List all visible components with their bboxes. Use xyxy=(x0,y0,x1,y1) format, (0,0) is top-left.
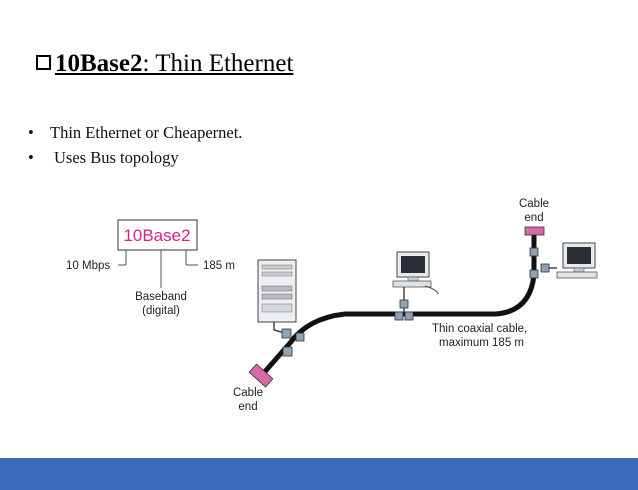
title-rest: Thin Ethernet xyxy=(149,50,294,77)
cable-end-bottom-label-2: end xyxy=(238,401,257,413)
t-connector-server xyxy=(281,328,305,357)
workstation-icon xyxy=(392,251,439,312)
t-connector-right xyxy=(529,247,550,279)
checkbox-bullet-icon xyxy=(36,55,51,70)
bus-topology-diagram: 10Base2 10 Mbps 185 m Baseband (digital)… xyxy=(66,198,598,413)
length-label: 185 m xyxy=(203,260,235,272)
bullet-dot: • xyxy=(28,123,34,142)
cable-end-bottom: Cable end xyxy=(233,363,274,413)
terminator-top xyxy=(524,226,545,236)
slide-title: 10Base2: Thin Ethernet xyxy=(36,50,293,78)
cable-end-top-label-2: end xyxy=(524,212,543,224)
signal-label-2: (digital) xyxy=(142,305,180,317)
cable-end-top: Cable end xyxy=(519,198,549,236)
bullet-text: Thin Ethernet or Cheapernet. xyxy=(50,123,243,142)
bullet-dot: • xyxy=(28,148,34,167)
signal-label-1: Baseband xyxy=(135,291,187,303)
t-connector-workstation xyxy=(394,299,414,321)
coaxial-cable xyxy=(260,232,537,377)
footer-bar xyxy=(0,458,638,490)
workstation-icon xyxy=(541,242,598,279)
code-label: 10Base2 xyxy=(123,226,190,245)
cable-label-1: Thin coaxial cable, xyxy=(432,323,527,335)
cable-end-top-label-1: Cable xyxy=(519,198,549,210)
title-bold: 10Base2 xyxy=(55,50,143,77)
speed-label: 10 Mbps xyxy=(66,260,110,272)
bullet-text: Uses Bus topology xyxy=(54,148,179,167)
title-sep: : xyxy=(142,50,150,77)
bullet-item: • Thin Ethernet or Cheapernet. xyxy=(28,120,242,145)
code-box xyxy=(117,219,198,251)
bullet-list: • Thin Ethernet or Cheapernet. • Uses Bus … xyxy=(28,120,242,170)
server-icon xyxy=(257,259,297,334)
naming-legend: 10Base2 10 Mbps 185 m Baseband (digital) xyxy=(66,219,235,317)
terminator-bottom xyxy=(248,363,274,388)
cable-label-2: maximum 185 m xyxy=(439,337,524,349)
bullet-item: • Uses Bus topology xyxy=(28,145,242,170)
cable-end-bottom-label-1: Cable xyxy=(233,387,263,399)
